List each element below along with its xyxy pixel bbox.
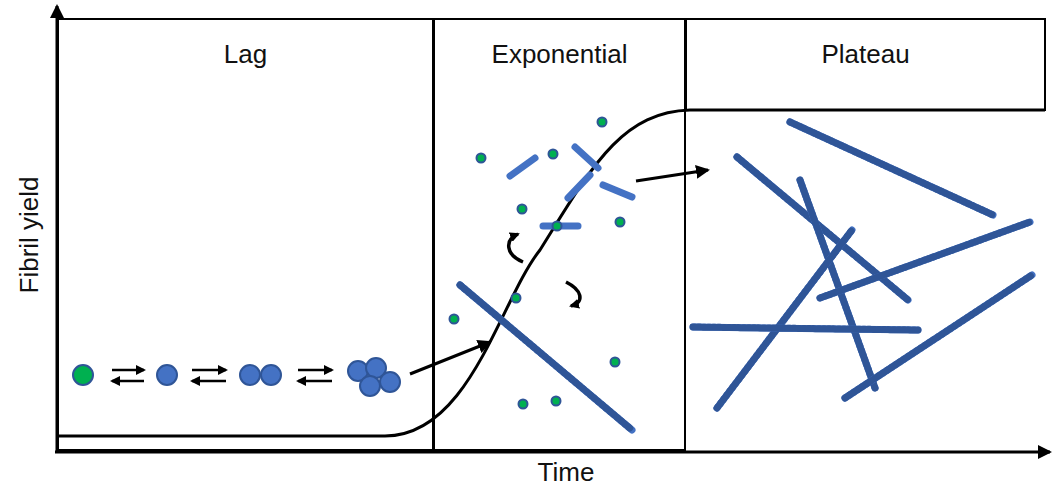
fibrils-exponential [460, 147, 632, 430]
fibril-stroke [693, 327, 918, 330]
axis-label: Time [538, 458, 595, 488]
fibril-stroke [845, 275, 1032, 398]
fibril-stroke [790, 122, 993, 215]
growth-curve [57, 110, 1045, 436]
seeding-arrows [509, 234, 580, 306]
fibril-stroke [845, 275, 1032, 398]
monomers-exponential [450, 118, 625, 409]
axis-label: Fibril yield [15, 176, 45, 293]
fibril-stroke [790, 122, 993, 215]
fibril-stroke [717, 230, 852, 408]
fibril-stroke [820, 222, 1030, 298]
fibril-stroke [820, 222, 1030, 298]
phase-panel: Plateau [685, 18, 1046, 111]
fibril-stroke [693, 327, 918, 330]
maturation-arrow [636, 170, 708, 181]
phase-title: Plateau [687, 40, 1044, 70]
phase-panel: Lag [57, 18, 434, 451]
fibril-stroke [717, 230, 852, 408]
phase-panel: Exponential [433, 18, 686, 451]
monomers [73, 358, 400, 396]
nucleation-arrow [410, 342, 490, 374]
fibrils-plateau [693, 122, 1032, 408]
phase-title: Exponential [435, 40, 684, 70]
phase-title: Lag [59, 40, 432, 70]
equilibrium-arrows [112, 370, 332, 381]
